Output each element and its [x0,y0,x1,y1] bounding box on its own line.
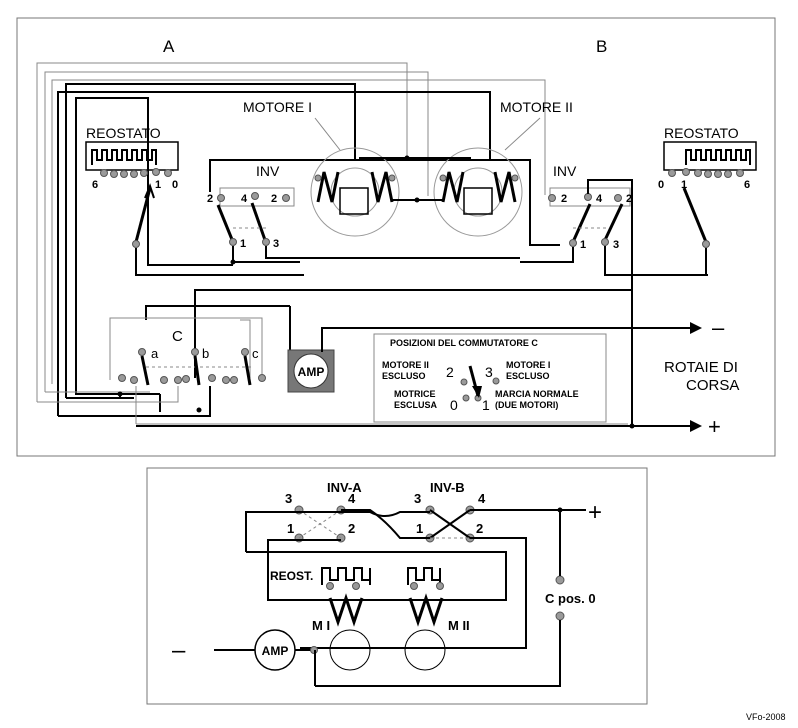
reostato-left-t6: 6 [92,179,98,191]
reostato-left-label: REOSTATO [86,125,161,141]
inv-right-label: INV [553,163,577,179]
reostato-left-t0: 0 [172,179,178,191]
schematic-plus: + [588,499,602,526]
inv-left-t3: 3 [273,238,279,250]
commutatore-c-label: C [172,328,183,345]
legend-title: POSIZIONI DEL COMMUTATORE C [390,338,538,348]
inv-right: INV 2 4 2 1 3 [520,163,708,425]
rails-label-line1: ROTAIE DI [664,359,738,376]
reostato-right-t0: 0 [658,179,664,191]
commutatore-pos-b: b [202,346,209,361]
inv-right-t3: 3 [613,239,619,251]
inv-left: INV 2 4 2 1 3 [147,163,520,266]
schematic-inv-a-n2: 2 [348,521,355,536]
rails-label-line2: CORSA [686,377,739,394]
reostato-right-label: REOSTATO [664,125,739,141]
legend-pos2-l2: ESCLUSO [382,371,426,381]
motore-1: MOTORE I [243,99,400,237]
schematic-amp-label: AMP [262,644,289,658]
rail-minus: – [712,315,725,340]
legend-pos0-l1: MOTRICE [394,389,436,399]
schematic-minus: – [172,637,186,664]
schematic-m1-label: M I [312,618,330,633]
commutatore-pos-a: a [151,346,159,361]
motore-1-label: MOTORE I [243,99,312,115]
schematic-m2-label: M II [448,618,470,633]
motor-top-link [359,157,471,160]
motore-2-label: MOTORE II [500,99,573,115]
reostato-right: REOSTATO 0 1 6 [658,125,757,275]
schematic-frame [146,467,648,705]
amp-meter: AMP [287,322,702,393]
legend-num-3: 3 [485,364,493,380]
legend-pos1-l2: (DUE MOTORI) [495,400,558,410]
credit: VFo-2008 [746,712,786,722]
schematic: INV-A 3 4 1 2 INV-B 3 4 1 2 + REOST. [172,480,602,687]
motor-top-junction [404,155,410,161]
reostato-right-t1: 1 [681,179,687,191]
schematic-inv-a-n4: 4 [348,491,356,506]
motor-junction [414,197,420,203]
schematic-inv-b-n2: 2 [476,521,483,536]
inv-left-t2: 2 [207,193,213,205]
commutatore-c: C a b c [37,289,632,424]
reostato-right-t6: 6 [744,179,750,191]
commutatore-pos-c: c [252,346,259,361]
schematic-inv-b-label: INV-B [430,480,465,495]
legend-num-0: 0 [450,397,458,413]
commutatore-legend: POSIZIONI DEL COMMUTATORE C MOTORE II ES… [373,333,607,423]
schematic-inv-a-label: INV-A [327,480,362,495]
top-panel-frame [16,17,776,457]
schematic-inv-b-n4: 4 [478,491,486,506]
inv-left-t2b: 2 [271,193,277,205]
motore-2: MOTORE II [433,99,573,237]
schematic-inv-a-n1: 1 [287,521,294,536]
legend-pos2-l1: MOTORE II [382,360,429,370]
schematic-inv-a-n3: 3 [285,491,292,506]
side-a-label: A [163,37,175,56]
inv-left-label: INV [256,163,280,179]
schematic-cpos-label: C pos. 0 [545,591,596,606]
schematic-reost-label: REOST. [270,569,313,583]
legend-num-2: 2 [446,364,454,380]
outer-black-wiring [57,83,560,416]
schematic-inv-b-n3: 3 [414,491,421,506]
inv-left-t4: 4 [241,193,248,205]
reostato-left: REOSTATO 6 1 0 [85,125,304,276]
inv-left-t1: 1 [240,238,246,250]
rail-plus: + [708,414,721,439]
schematic-inv-b-n1: 1 [416,521,423,536]
inv-right-t2: 2 [561,193,567,205]
outer-grey-wiring [36,62,628,425]
rotaie-di-corsa: – ROTAIE DI CORSA + [136,315,739,439]
legend-pos3-l1: MOTORE I [506,360,550,370]
amp-label: AMP [298,365,325,379]
legend-num-1: 1 [482,397,490,413]
legend-pos3-l2: ESCLUSO [506,371,550,381]
inv-right-t2b: 2 [626,193,632,205]
legend-pos0-l2: ESCLUSA [394,400,438,410]
legend-pos1-l1: MARCIA NORMALE [495,389,579,399]
side-b-label: B [596,37,607,56]
inv-right-t1: 1 [580,239,586,251]
inv-right-t4: 4 [596,193,603,205]
reostato-left-t1: 1 [155,179,161,191]
